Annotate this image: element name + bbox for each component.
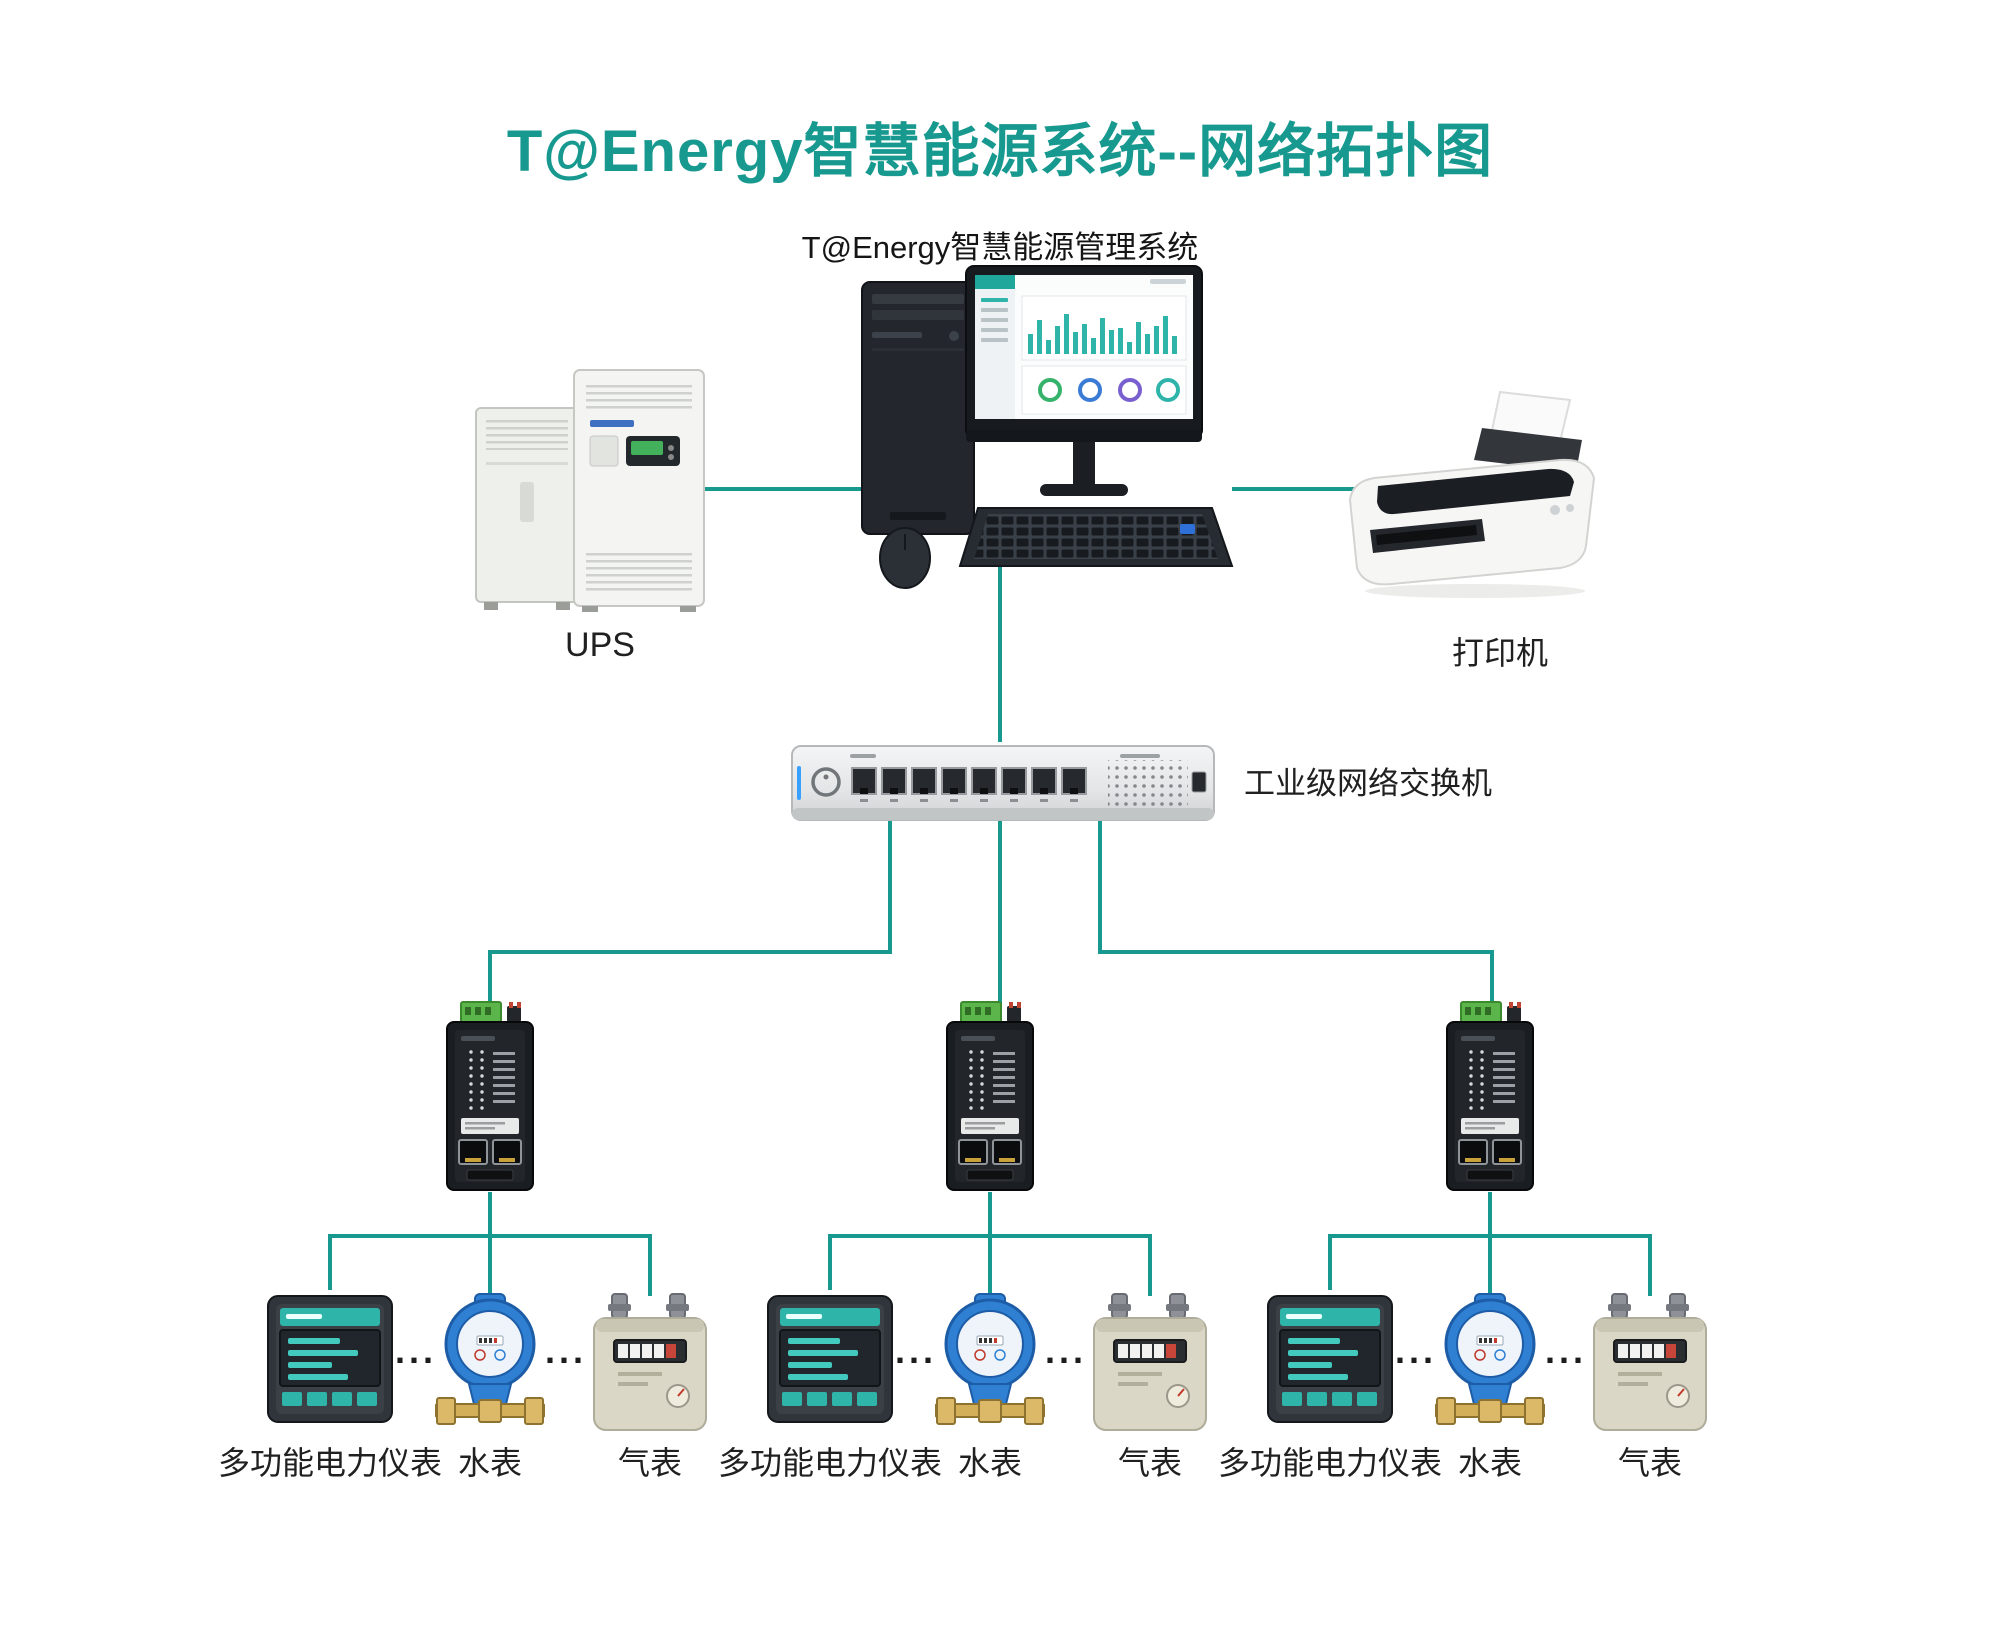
gas-meter-icon [1090, 1292, 1210, 1437]
water-meter-label: 水表 [1457, 1445, 1522, 1481]
gas-meter-icon [590, 1292, 710, 1437]
ellipsis-dots: ... [1544, 1330, 1587, 1371]
water-meter-illustration [1435, 1292, 1545, 1437]
water-meter-icon [1435, 1292, 1545, 1437]
printer-label: 打印机 [1451, 635, 1548, 671]
workstation-illustration [850, 262, 1250, 597]
ellipsis-dots: ... [1394, 1330, 1437, 1371]
connector-line [1098, 950, 1494, 954]
power-meter-illustration [760, 1288, 900, 1428]
connector-line [998, 556, 1002, 742]
gas-meter-label: 气表 [1617, 1445, 1682, 1481]
gateway-icon [1435, 1000, 1545, 1195]
connector-line [488, 950, 892, 954]
water-meter-icon [935, 1292, 1045, 1437]
connector-line [1148, 1234, 1152, 1296]
connector-line [328, 1234, 332, 1290]
connector-line [648, 1234, 652, 1296]
water-meter-label: 水表 [457, 1445, 522, 1481]
power-meter-illustration [260, 1288, 400, 1428]
meter-group-3: ... ... 多功能电力仪表 水表 气表 [1200, 1000, 1780, 1481]
water-meter-icon [435, 1292, 545, 1437]
page-title: T@Energy智慧能源系统--网络拓扑图 [506, 119, 1494, 184]
gateway-illustration [435, 1000, 545, 1195]
gateway-illustration [935, 1000, 1045, 1195]
gas-meter-label: 气表 [617, 1445, 682, 1481]
gas-meter-illustration [590, 1292, 710, 1437]
ups-icon [475, 369, 705, 612]
gas-meter-illustration [1090, 1292, 1210, 1437]
connector-line [988, 1234, 992, 1298]
connector-line [888, 820, 892, 954]
printer-icon [1348, 390, 1596, 598]
gas-meter-label: 气表 [1117, 1445, 1182, 1481]
management-system-label: T@Energy智慧能源管理系统 [801, 230, 1199, 265]
water-meter-label: 水表 [957, 1445, 1022, 1481]
meter-group-2: ... ... 多功能电力仪表 水表 气表 [700, 1000, 1280, 1481]
power-meter-icon [1260, 1288, 1400, 1428]
connector-line [694, 487, 866, 491]
ups-label: UPS [565, 626, 635, 664]
gas-meter-illustration [1590, 1292, 1710, 1437]
computer-icon [861, 265, 1234, 589]
connector-line [828, 1234, 832, 1290]
connector-line [1648, 1234, 1652, 1296]
power-meter-label: 多功能电力仪表 [717, 1445, 942, 1481]
ups-illustration [470, 362, 710, 612]
connector-line [998, 820, 1002, 1010]
connector-line [1488, 1192, 1492, 1238]
water-meter-illustration [935, 1292, 1045, 1437]
gateway-icon [935, 1000, 1045, 1195]
power-meter-icon [260, 1288, 400, 1428]
power-meter-icon [760, 1288, 900, 1428]
power-meter-label: 多功能电力仪表 [217, 1445, 442, 1481]
connector-line [1232, 487, 1362, 491]
connector-line [488, 954, 492, 1010]
gateway-icon [435, 1000, 545, 1195]
meter-group-1: ... ... 多功能电力仪表 水表 气表 [200, 1000, 780, 1481]
power-meter-illustration [1260, 1288, 1400, 1428]
connector-line [1488, 1234, 1492, 1298]
gateway-illustration [1435, 1000, 1545, 1195]
power-meter-label: 多功能电力仪表 [1217, 1445, 1442, 1481]
connector-line [1490, 954, 1494, 1010]
ellipsis-dots: ... [544, 1330, 587, 1371]
printer-illustration [1330, 388, 1620, 608]
connector-line [1328, 1234, 1332, 1290]
ellipsis-dots: ... [894, 1330, 937, 1371]
connector-line [488, 1234, 492, 1298]
connector-line [988, 1192, 992, 1238]
switch-illustration [790, 738, 1220, 833]
switch-label: 工业级网络交换机 [1244, 766, 1492, 801]
water-meter-illustration [435, 1292, 545, 1437]
connector-line [488, 1192, 492, 1238]
connector-line [1098, 820, 1102, 954]
gas-meter-icon [1590, 1292, 1710, 1437]
network-switch-icon [791, 745, 1215, 821]
ellipsis-dots: ... [1044, 1330, 1087, 1371]
ellipsis-dots: ... [394, 1330, 437, 1371]
